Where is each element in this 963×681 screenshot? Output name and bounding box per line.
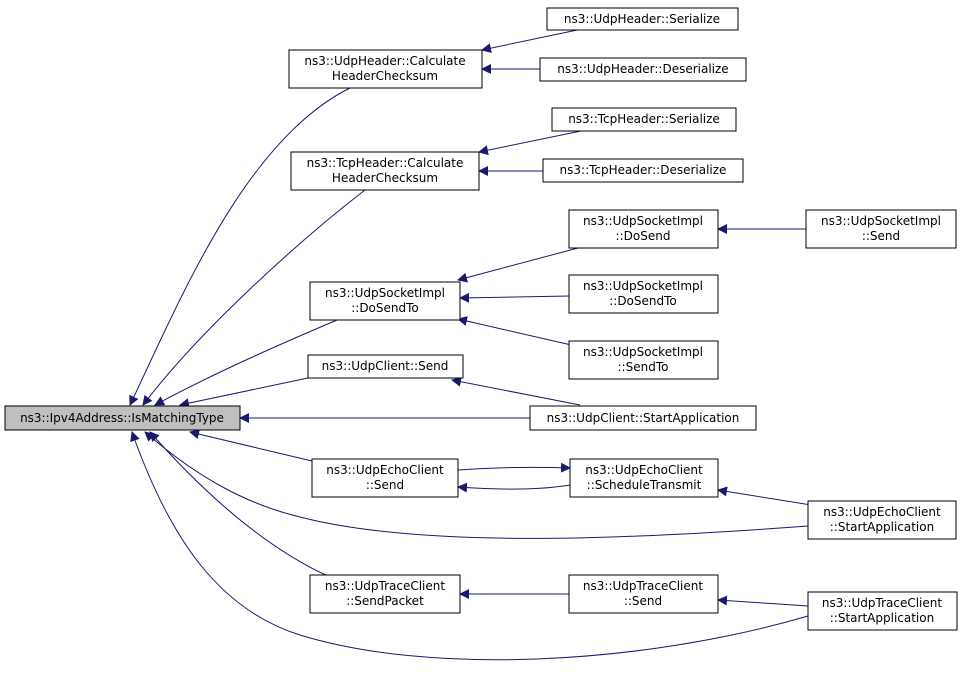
edge-udpclient-start-send — [451, 376, 581, 406]
node-udpheader-deserialize[interactable]: ns3::UdpHeader::Deserialize — [539, 57, 747, 82]
svg-text:::DoSendTo: ::DoSendTo — [351, 301, 419, 315]
svg-text:ns3::UdpHeader::Serialize: ns3::UdpHeader::Serialize — [564, 12, 720, 26]
svg-text:ns3::TcpHeader::Deserialize: ns3::TcpHeader::Deserialize — [560, 163, 727, 177]
node-udptraceclient-startapplication[interactable]: ns3::UdpTraceClient ::StartApplication — [807, 591, 958, 631]
node-udpclient-startapplication[interactable]: ns3::UdpClient::StartApplication — [529, 405, 757, 431]
svg-text:ns3::TcpHeader::Serialize: ns3::TcpHeader::Serialize — [568, 112, 720, 126]
svg-text:ns3::UdpSocketImpl: ns3::UdpSocketImpl — [325, 286, 445, 300]
edge-udpsock-dosendto2 — [459, 292, 571, 303]
node-udpsocketimpl-dosendto-2[interactable]: ns3::UdpSocketImpl ::DoSendTo — [568, 274, 719, 314]
svg-text:HeaderChecksum: HeaderChecksum — [332, 171, 438, 185]
svg-text:ns3::UdpSocketImpl: ns3::UdpSocketImpl — [583, 345, 703, 359]
node-udpechoclient-startapplication[interactable]: ns3::UdpEchoClient ::StartApplication — [807, 500, 957, 540]
edge-echo-send-to-schedule — [457, 462, 571, 473]
svg-text:ns3::UdpClient::Send: ns3::UdpClient::Send — [322, 359, 449, 373]
node-tcpheader-deserialize[interactable]: ns3::TcpHeader::Deserialize — [542, 158, 744, 183]
svg-text:ns3::UdpSocketImpl: ns3::UdpSocketImpl — [821, 214, 941, 228]
node-udpechoclient-send[interactable]: ns3::UdpEchoClient ::Send — [311, 458, 459, 498]
svg-text:ns3::UdpTraceClient: ns3::UdpTraceClient — [325, 579, 445, 593]
node-udptraceclient-sendpacket[interactable]: ns3::UdpTraceClient ::SendPacket — [309, 574, 461, 614]
node-udpsocketimpl-sendto[interactable]: ns3::UdpSocketImpl ::SendTo — [568, 340, 719, 380]
node-udptraceclient-send[interactable]: ns3::UdpTraceClient ::Send — [568, 574, 719, 614]
node-tcpheader-calculate-checksum[interactable]: ns3::TcpHeader::Calculate HeaderChecksum — [290, 151, 480, 191]
node-udpclient-send[interactable]: ns3::UdpClient::Send — [307, 354, 464, 379]
svg-text:::DoSendTo: ::DoSendTo — [609, 294, 677, 308]
edge-echo-start-root — [144, 431, 809, 539]
svg-text:ns3::UdpHeader::Deserialize: ns3::UdpHeader::Deserialize — [557, 62, 728, 76]
edge-udp-serialize — [481, 28, 583, 54]
edge-udpsock-dosendto — [154, 319, 338, 406]
svg-text:ns3::UdpSocketImpl: ns3::UdpSocketImpl — [583, 279, 703, 293]
edge-udp-calc — [129, 87, 351, 406]
svg-text:ns3::UdpSocketImpl: ns3::UdpSocketImpl — [583, 214, 703, 228]
svg-text:HeaderChecksum: HeaderChecksum — [332, 69, 438, 83]
edge-echo-send — [189, 429, 313, 462]
svg-text:::StartApplication: ::StartApplication — [830, 611, 934, 625]
edge-trace-start-root — [130, 431, 809, 661]
svg-text:ns3::UdpTraceClient: ns3::UdpTraceClient — [583, 579, 703, 593]
svg-text:ns3::UdpEchoClient: ns3::UdpEchoClient — [585, 463, 703, 477]
edge-tcp-serialize — [478, 130, 582, 156]
svg-text:ns3::UdpClient::StartApplicati: ns3::UdpClient::StartApplication — [547, 411, 740, 425]
node-udpheader-serialize[interactable]: ns3::UdpHeader::Serialize — [546, 7, 739, 31]
edge-udpsock-sendto — [457, 316, 581, 348]
svg-text:::DoSend: ::DoSend — [616, 229, 671, 243]
svg-text:::Send: ::Send — [624, 594, 662, 608]
edge-tcp-calc — [142, 189, 366, 406]
svg-text:::Send: ::Send — [862, 229, 900, 243]
node-tcpheader-serialize[interactable]: ns3::TcpHeader::Serialize — [551, 107, 737, 132]
node-ipv4-is-matching-type[interactable]: ns3::Ipv4Address::IsMatchingType — [4, 405, 241, 431]
node-udpechoclient-scheduletransmit[interactable]: ns3::UdpEchoClient ::ScheduleTransmit — [569, 458, 719, 498]
node-udpheader-calculate-checksum[interactable]: ns3::UdpHeader::Calculate HeaderChecksum — [288, 49, 483, 89]
svg-text:ns3::UdpHeader::Calculate: ns3::UdpHeader::Calculate — [304, 54, 465, 68]
svg-text:ns3::Ipv4Address::IsMatchingTy: ns3::Ipv4Address::IsMatchingType — [20, 411, 224, 425]
edge-trace-start-send — [717, 595, 809, 607]
edge-trace-sendpacket — [149, 431, 331, 578]
svg-text:ns3::UdpTraceClient: ns3::UdpTraceClient — [822, 596, 942, 610]
svg-text:ns3::UdpEchoClient: ns3::UdpEchoClient — [326, 463, 444, 477]
svg-text:::StartApplication: ::StartApplication — [830, 520, 934, 534]
edge-echo-schedule-to-send — [457, 482, 571, 493]
svg-text:::Send: ::Send — [366, 478, 404, 492]
edge-udpsock-dosend — [457, 247, 579, 283]
svg-text:::SendPacket: ::SendPacket — [346, 594, 424, 608]
node-udpsocketimpl-dosend[interactable]: ns3::UdpSocketImpl ::DoSend — [568, 209, 719, 249]
svg-text:ns3::UdpEchoClient: ns3::UdpEchoClient — [823, 505, 941, 519]
node-udpsocketimpl-send[interactable]: ns3::UdpSocketImpl ::Send — [805, 209, 957, 249]
node-udpsocketimpl-dosendto[interactable]: ns3::UdpSocketImpl ::DoSendTo — [309, 281, 461, 321]
svg-text:::SendTo: ::SendTo — [618, 360, 669, 374]
svg-text:::ScheduleTransmit: ::ScheduleTransmit — [587, 478, 702, 492]
edge-udpclient-send — [179, 377, 309, 409]
svg-text:ns3::TcpHeader::Calculate: ns3::TcpHeader::Calculate — [307, 156, 464, 170]
